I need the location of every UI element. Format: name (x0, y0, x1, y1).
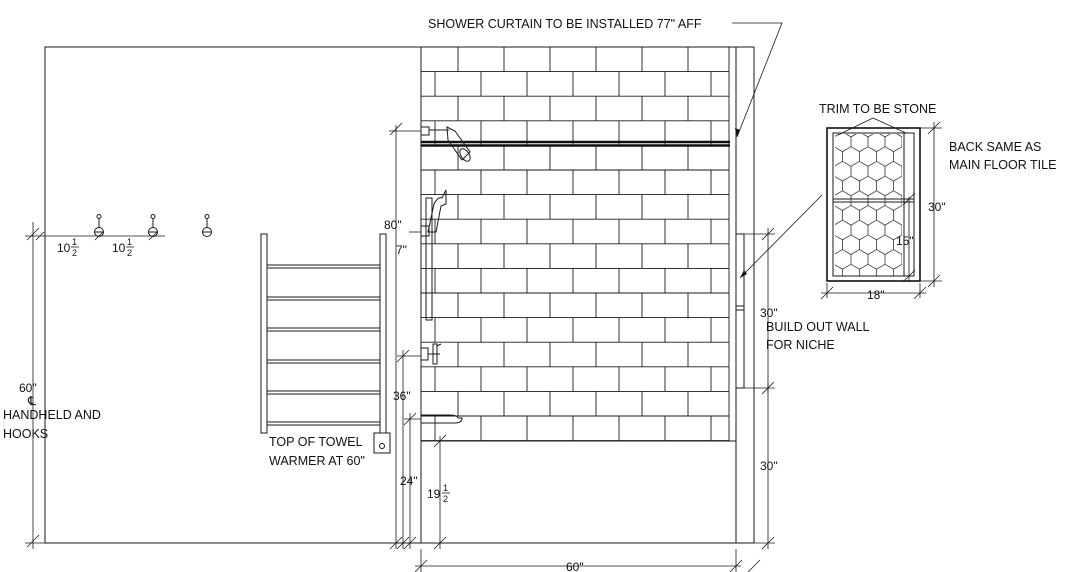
niche-detail (826, 127, 921, 282)
handheld-label-line2: HOOKS (3, 427, 48, 441)
wall-outlines (44, 46, 755, 544)
valve-height-dim: 36" (393, 389, 411, 403)
tub-height-dim-whole: 19 (427, 487, 441, 501)
shower-curtain-rod (421, 140, 730, 147)
niche-shelf-dim: 15" (896, 234, 914, 248)
hook-spacing-dim-num-2: 1 (127, 237, 132, 247)
hook-spacing-dim-whole: 10 (57, 241, 71, 255)
niche-height-dim: 30" (760, 306, 778, 320)
leader-lines (732, 22, 907, 279)
back-same-label-line2: MAIN FLOOR TILE (949, 158, 1056, 172)
hooks-height-dim: 60" (19, 381, 37, 395)
centerline-symbol: ℄ (27, 394, 37, 408)
shower-head-dim: 80" (384, 218, 402, 232)
handheld-shower-icon (420, 189, 447, 321)
niche-detail-height-dim: 30" (928, 200, 946, 214)
shower-width-dim: 60" (566, 560, 584, 572)
shower-curtain-label: SHOWER CURTAIN TO BE INSTALLED 77" AFF (428, 17, 702, 31)
tub-height-dim-num: 1 (443, 483, 448, 493)
niche-width-dim: 18" (867, 288, 885, 302)
wall-hooks (94, 214, 212, 237)
tub-height-dim-den: 2 (443, 494, 448, 504)
towel-warmer (260, 233, 391, 454)
handheld-label-line1: HANDHELD AND (3, 408, 101, 422)
towel-warmer-label-line2: WARMER AT 60" (269, 454, 365, 468)
build-out-label-line2: FOR NICHE (766, 338, 835, 352)
annotations: SHOWER CURTAIN TO BE INSTALLED 77" AFF T… (3, 17, 1056, 468)
trim-stone-label: TRIM TO BE STONE (819, 102, 936, 116)
subway-tile-wall (421, 47, 730, 442)
tub-spout-dim: 24" (400, 474, 418, 488)
dimension-lines (25, 121, 942, 572)
hook-icon (202, 214, 212, 237)
shower-head-icon (420, 126, 471, 162)
hook-spacing-dim-den: 2 (72, 248, 77, 258)
build-out-label-line1: BUILD OUT WALL (766, 320, 870, 334)
towel-warmer-label-line1: TOP OF TOWEL (269, 435, 363, 449)
handheld-offset-dim: 7" (396, 243, 407, 257)
niche-build-out (736, 233, 745, 389)
tub-spout-icon (420, 414, 463, 424)
niche-bottom-dim: 30" (760, 459, 778, 473)
back-same-label-line1: BACK SAME AS (949, 140, 1041, 154)
valve-handle-icon (420, 343, 442, 365)
hook-spacing-dim-whole-2: 10 (112, 241, 126, 255)
dimension-text: 10 1 2 10 1 2 60" 80" 7" 36" 24" 19 1 2 … (19, 200, 946, 572)
hook-spacing-dim-num: 1 (72, 237, 77, 247)
hook-spacing-dim-den-2: 2 (127, 248, 132, 258)
